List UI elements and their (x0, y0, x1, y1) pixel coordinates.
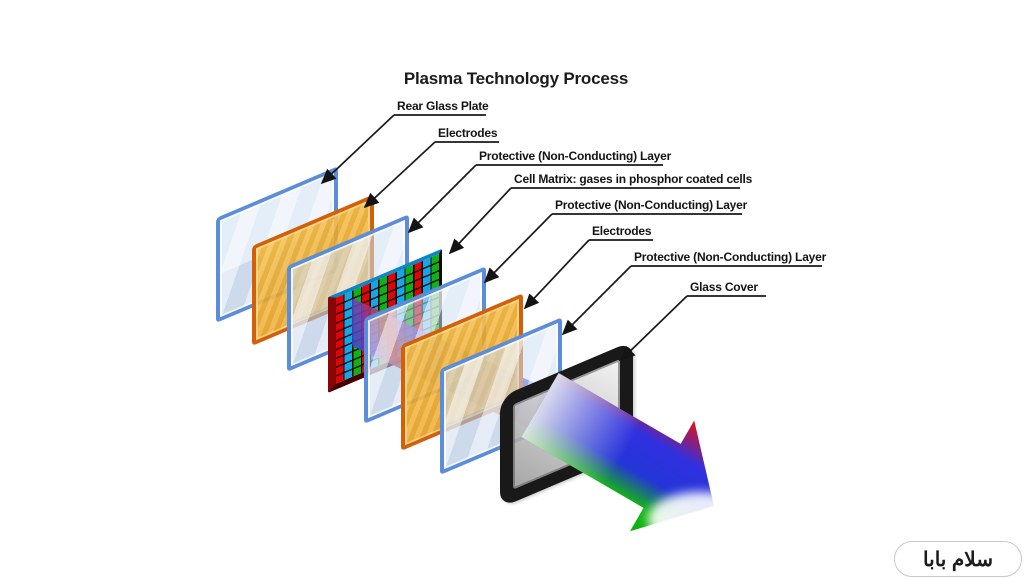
watermark-text: سلام بابا (923, 548, 993, 571)
label-cell-matrix: Cell Matrix: gases in phosphor coated ce… (514, 172, 753, 186)
label-glass-cover: Glass Cover (690, 280, 758, 294)
diagram-title: Plasma Technology Process (403, 69, 629, 88)
label-protective-front: Protective (Non-Conducting) Layer (634, 250, 827, 264)
label-protective-rear: Protective (Non-Conducting) Layer (479, 149, 672, 163)
label-rear-glass-plate: Rear Glass Plate (397, 99, 489, 113)
label-electrodes-rear: Electrodes (438, 126, 498, 140)
watermark-smudge (648, 492, 752, 546)
label-protective-middle: Protective (Non-Conducting) Layer (555, 198, 748, 212)
watermark-badge: سلام بابا (894, 541, 1022, 577)
label-electrodes-front: Electrodes (592, 224, 652, 238)
